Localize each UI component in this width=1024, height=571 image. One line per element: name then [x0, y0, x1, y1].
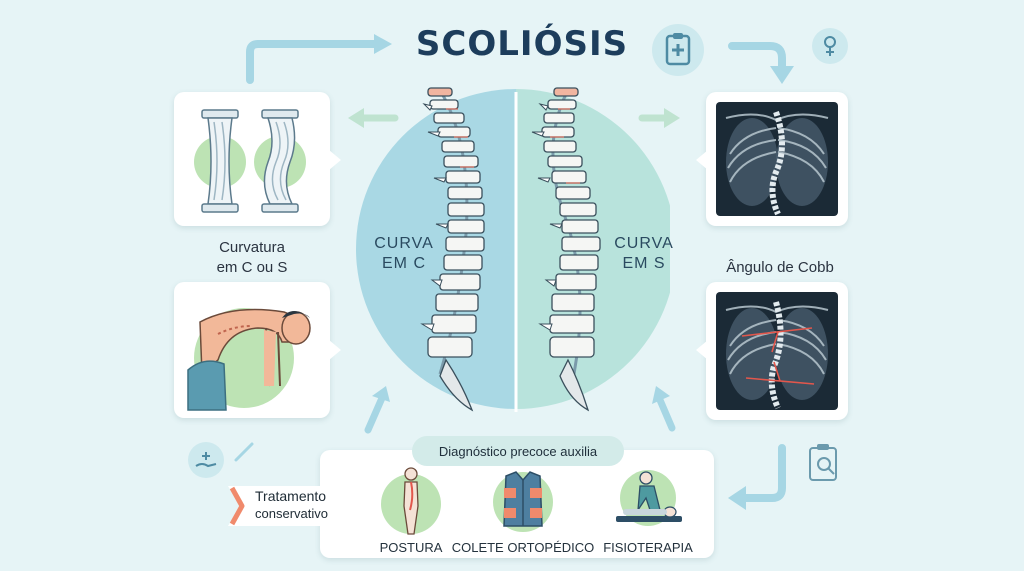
adams-test-card [174, 282, 330, 418]
curve-s-label-line1: CURVA [614, 235, 674, 252]
curvature-label: Curvatura em C ou S [184, 238, 320, 278]
card-pointer [329, 340, 341, 360]
curve-s-label: CURVA EM S [604, 234, 684, 274]
spine-comparison [356, 87, 670, 412]
medical-clipboard-icon [652, 24, 704, 76]
curve-s-label-line2: EM S [622, 255, 666, 272]
forward-bend-person-icon [187, 308, 311, 411]
treatment-arrow [228, 486, 340, 526]
posture-label: POSTURA [379, 540, 443, 555]
brace-icon [493, 471, 553, 532]
physiotherapy-label: FISIOTERAPIA [603, 540, 693, 555]
s-curve-spine [531, 87, 601, 412]
card-pointer [329, 150, 341, 170]
cobb-angle-label: Ângulo de Cobb [726, 259, 834, 276]
curve-c-label-line1: CURVA [374, 235, 434, 252]
early-diagnosis-pill: Diagnóstico precoce auxilia [412, 436, 624, 466]
curve-c-label-line2: EM C [382, 255, 426, 272]
card-pointer [696, 340, 708, 360]
treatment-label: Tratamento conservativo [255, 488, 347, 522]
hand-care-icon [188, 442, 224, 478]
treatment-label-line1: Tratamento [255, 488, 327, 504]
stethoscope-icon [812, 28, 848, 64]
page-title: SCOLIÓSIS [415, 24, 629, 64]
column-curvature-icon [194, 109, 306, 213]
cobb-xray-card [706, 282, 848, 420]
treatment-label-line2: conservativo [255, 506, 328, 521]
xray-image [716, 102, 838, 216]
physiotherapy-icon [616, 470, 682, 526]
curvature-label-line2: em C ou S [216, 259, 288, 276]
cobb-xray-image [716, 292, 838, 410]
diagnosis-clipboard-icon [809, 444, 837, 481]
curvature-label-line1: Curvatura [219, 239, 285, 256]
xray-card [706, 92, 848, 226]
card-pointer [696, 150, 708, 170]
curve-c-label: CURVA EM C [364, 234, 444, 274]
curvature-card [174, 92, 330, 226]
posture-icon [381, 467, 441, 535]
brace-label: COLETE ORTOPÉDICO [451, 540, 595, 555]
c-curve-spine [420, 87, 485, 412]
